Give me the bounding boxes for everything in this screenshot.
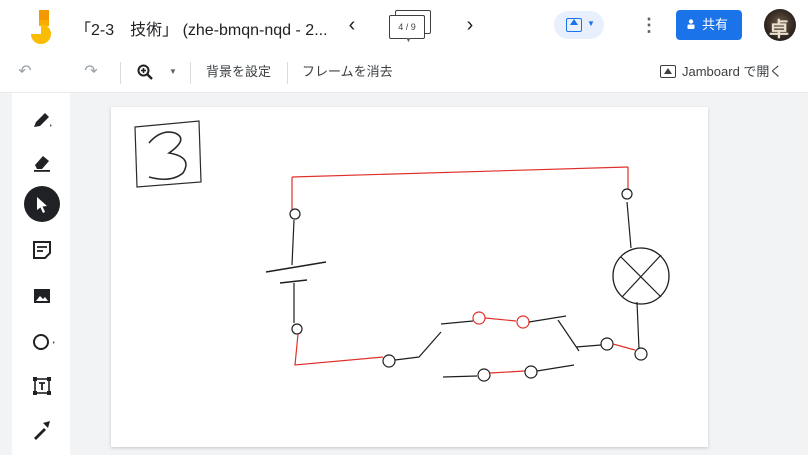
toolbar-divider (287, 62, 288, 84)
caret-down-icon: ▼ (169, 67, 177, 76)
zoom-dropdown[interactable]: ▼ (166, 52, 180, 92)
terminal-circle (634, 347, 648, 361)
battery-long-plate (265, 261, 327, 273)
branch-upper-wire (440, 320, 474, 325)
image-tool[interactable] (12, 275, 70, 315)
red-branch-lower (489, 370, 526, 374)
next-frame-button[interactable]: › (458, 12, 482, 38)
terminal-circle (382, 354, 396, 368)
circle-icon (33, 334, 55, 350)
set-background-button[interactable]: 背景を設定 (206, 64, 272, 79)
number-box-outline (134, 120, 202, 188)
frame-counter-label: 4 / 9 (389, 15, 425, 39)
eraser-icon (34, 156, 50, 172)
clear-frame-button[interactable]: フレームを消去 (302, 64, 393, 79)
lamp-circle (612, 247, 670, 305)
frame-counter-button[interactable]: 4 / 9 ▼ (389, 10, 433, 44)
undo-icon: ↶ (18, 63, 32, 80)
red-wire-bottom-right (612, 343, 636, 351)
terminal-circle (472, 311, 486, 325)
red-branch-upper (484, 317, 517, 322)
chevron-right-icon: › (466, 14, 474, 36)
black-wire-right-lower (636, 301, 640, 350)
people-icon (687, 19, 695, 29)
redo-icon: ↷ (84, 63, 98, 80)
black-wire-left (291, 219, 295, 266)
terminal-circle (289, 208, 301, 220)
jamboard-logo-icon[interactable] (30, 10, 52, 44)
terminal-circle (621, 188, 633, 200)
laser-tool[interactable] (12, 409, 70, 449)
image-icon (34, 289, 50, 303)
select-tool[interactable] (12, 184, 70, 224)
branch-lower-wire-right (536, 364, 575, 372)
present-button[interactable]: ▼ (554, 11, 604, 39)
caret-down-icon: ▼ (587, 19, 595, 28)
switch-right-lever (557, 319, 580, 352)
caret-down-icon: ▼ (405, 37, 412, 44)
cursor-arrow-icon (37, 197, 47, 213)
document-title[interactable]: 「2-3 技術」 (zhe-bmqn-nqd - 2... (75, 22, 328, 39)
more-options-button[interactable]: ⋮ (640, 12, 658, 38)
terminal-circle (516, 315, 530, 329)
handwritten-circuit-drawing (134, 120, 670, 382)
open-in-jamboard-label: Jamboard で開く (682, 64, 783, 79)
whiteboard-frame[interactable] (111, 107, 708, 447)
share-button[interactable]: 共有 (676, 10, 742, 40)
editing-toolbar: ↶ ↷ ▼ 背景を設定 フレームを消去 Jamboard で開く (0, 52, 808, 93)
user-avatar[interactable] (764, 9, 796, 41)
laser-icon (34, 421, 50, 440)
pen-tool[interactable] (12, 99, 70, 139)
share-button-label: 共有 (702, 17, 729, 32)
present-to-meet-icon (566, 18, 582, 32)
branch-upper-wire-right (528, 315, 567, 323)
wire-to-right-terminal (575, 344, 602, 348)
text-box-tool[interactable] (12, 365, 70, 405)
toolbar-divider (120, 62, 121, 84)
more-vert-icon: ⋮ (640, 15, 658, 35)
terminal-circle (291, 323, 303, 335)
zoom-button[interactable] (134, 52, 156, 92)
branch-lower-wire (442, 375, 478, 378)
undo-button[interactable]: ↶ (14, 52, 36, 92)
zoom-in-icon (137, 64, 153, 80)
terminal-circle (477, 368, 491, 382)
handwritten-three (148, 131, 187, 181)
terminal-circle (524, 365, 538, 379)
top-bar: 「2-3 技術」 (zhe-bmqn-nqd - 2... ‹ 4 / 9 ▼ … (0, 0, 808, 52)
sticky-note-tool[interactable] (12, 229, 70, 269)
chevron-left-icon: ‹ (348, 14, 356, 36)
toolbar-divider (190, 62, 191, 84)
lamp-cross (620, 254, 662, 298)
shape-tool[interactable] (12, 321, 70, 361)
text-box-icon (33, 377, 51, 395)
terminal-circle (600, 337, 614, 351)
side-toolbar (12, 93, 70, 455)
black-wire-right-upper (626, 201, 632, 249)
red-wire-top (291, 166, 629, 178)
switch-left-lever (394, 331, 442, 361)
sticky-note-icon (33, 241, 51, 259)
pen-icon (34, 113, 52, 127)
open-in-app-icon (660, 65, 676, 78)
battery-short-plate (279, 279, 308, 284)
open-in-jamboard-button[interactable]: Jamboard で開く (660, 52, 782, 92)
eraser-tool[interactable] (12, 141, 70, 181)
previous-frame-button[interactable]: ‹ (340, 12, 364, 38)
red-wire-bottom-left (294, 333, 384, 366)
redo-button[interactable]: ↷ (80, 52, 102, 92)
